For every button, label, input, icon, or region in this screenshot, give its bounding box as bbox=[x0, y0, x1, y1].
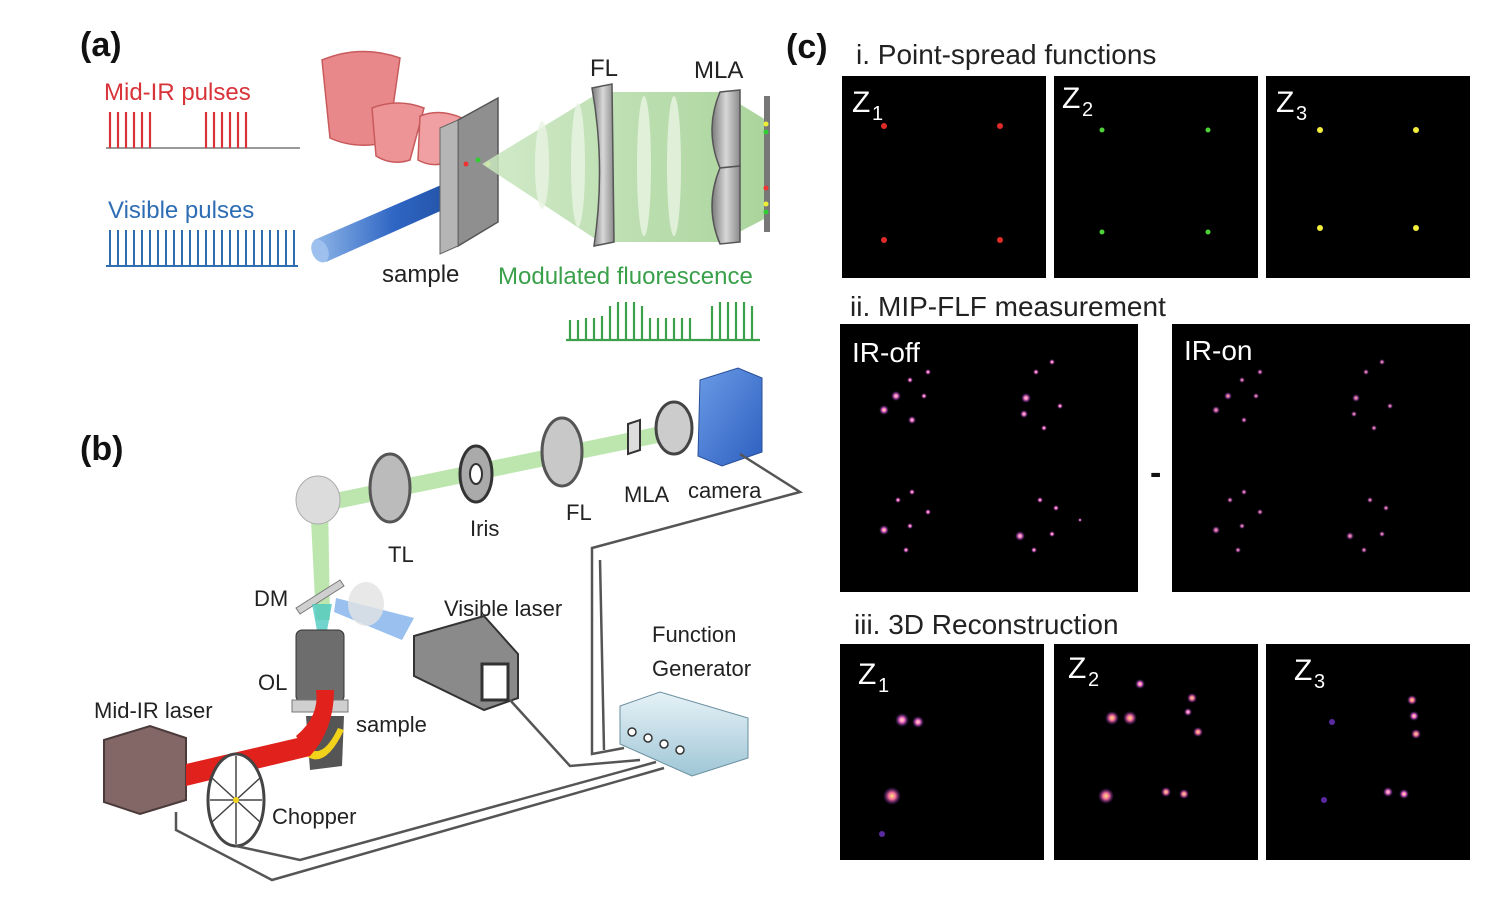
dichroic-mirror bbox=[295, 579, 345, 615]
chopper bbox=[206, 752, 266, 848]
camera bbox=[697, 367, 763, 467]
function-generator-label-1: Function bbox=[652, 622, 736, 647]
sample-label-b: sample bbox=[356, 712, 427, 737]
visible-pulse-train bbox=[106, 230, 298, 267]
chopper-label: Chopper bbox=[272, 804, 356, 829]
reconstruction-z3: Z 3 bbox=[1266, 644, 1470, 860]
panel-b-label: (b) bbox=[80, 430, 123, 468]
mla-label: MLA bbox=[694, 57, 743, 84]
measurement-title: ii. MIP-FLF measurement bbox=[850, 291, 1166, 322]
ir-on-image: IR-on bbox=[1172, 324, 1470, 592]
function-generator bbox=[619, 691, 749, 777]
psf-image-z3: Z 3 bbox=[1266, 76, 1470, 278]
svg-text:Z: Z bbox=[858, 658, 876, 691]
svg-text:IR-on: IR-on bbox=[1184, 335, 1252, 366]
tl-label: TL bbox=[388, 542, 414, 567]
visible-beam-end bbox=[311, 239, 329, 263]
focusing-lens bbox=[540, 416, 584, 488]
minus-sign: - bbox=[1150, 454, 1161, 492]
psf-image-z2: Z 2 bbox=[1054, 76, 1258, 278]
ir-off-image: IR-off bbox=[840, 324, 1138, 592]
svg-text:2: 2 bbox=[1088, 669, 1099, 691]
svg-text:Z: Z bbox=[1062, 82, 1080, 115]
svg-text:Z: Z bbox=[1068, 652, 1086, 685]
visible-laser-label: Visible laser bbox=[444, 596, 562, 621]
iris-label: Iris bbox=[470, 516, 499, 541]
mla-label-b: MLA bbox=[624, 482, 670, 507]
panel-a-label: (a) bbox=[80, 26, 122, 64]
midir-laser-label: Mid-IR laser bbox=[94, 698, 213, 723]
mla-b bbox=[627, 418, 641, 456]
cables bbox=[174, 452, 804, 882]
fl-lens bbox=[591, 83, 615, 247]
camera-label: camera bbox=[688, 478, 762, 503]
reconstruction-z1: Z 1 bbox=[840, 644, 1044, 860]
sample-slab bbox=[457, 96, 499, 248]
psf-image-z1: Z 1 bbox=[842, 76, 1046, 278]
mirror bbox=[295, 475, 341, 525]
detector-plane bbox=[764, 96, 770, 232]
visible-pulses-label: Visible pulses bbox=[108, 197, 254, 224]
panel-c: (c) i. Point-spread functions ii. MIP-FL… bbox=[786, 28, 1470, 860]
detection-beam bbox=[320, 420, 692, 512]
reconstruction-z2: Z 2 bbox=[1054, 644, 1258, 860]
reconstruction-title: iii. 3D Reconstruction bbox=[854, 609, 1119, 640]
svg-text:IR-off: IR-off bbox=[852, 337, 920, 368]
dm-label: DM bbox=[254, 586, 288, 611]
tube-lens bbox=[368, 452, 412, 524]
svg-text:Z: Z bbox=[1294, 654, 1312, 687]
panel-b: (b) TL Iris FL MLA camera DM OL samp bbox=[80, 367, 804, 882]
midir-pulses-label: Mid-IR pulses bbox=[104, 79, 251, 106]
svg-text:Z: Z bbox=[852, 86, 870, 119]
mla-lens bbox=[711, 89, 741, 245]
psf-title: i. Point-spread functions bbox=[856, 39, 1156, 70]
midir-laser bbox=[103, 724, 187, 816]
fluorescence-label: Modulated fluorescence bbox=[498, 263, 753, 290]
function-generator-label-2: Generator bbox=[652, 656, 751, 681]
fluorescence-pulse-train bbox=[566, 302, 760, 342]
fl-label: FL bbox=[590, 55, 618, 82]
svg-text:2: 2 bbox=[1082, 99, 1093, 121]
svg-text:1: 1 bbox=[872, 103, 883, 125]
sample-label: sample bbox=[382, 261, 459, 288]
svg-text:Z: Z bbox=[1276, 86, 1294, 119]
midir-pulse-train bbox=[106, 112, 300, 149]
svg-text:3: 3 bbox=[1314, 671, 1325, 693]
ol-label: OL bbox=[258, 670, 287, 695]
fluorescence-cone bbox=[482, 92, 766, 242]
svg-text:1: 1 bbox=[878, 675, 889, 697]
visible-beam bbox=[314, 176, 474, 262]
panel-a: (a) Mid-IR pulses Visible pulses bbox=[80, 26, 770, 342]
svg-text:3: 3 bbox=[1296, 103, 1307, 125]
panel-c-label: (c) bbox=[786, 28, 828, 66]
fl-label-b: FL bbox=[566, 500, 592, 525]
